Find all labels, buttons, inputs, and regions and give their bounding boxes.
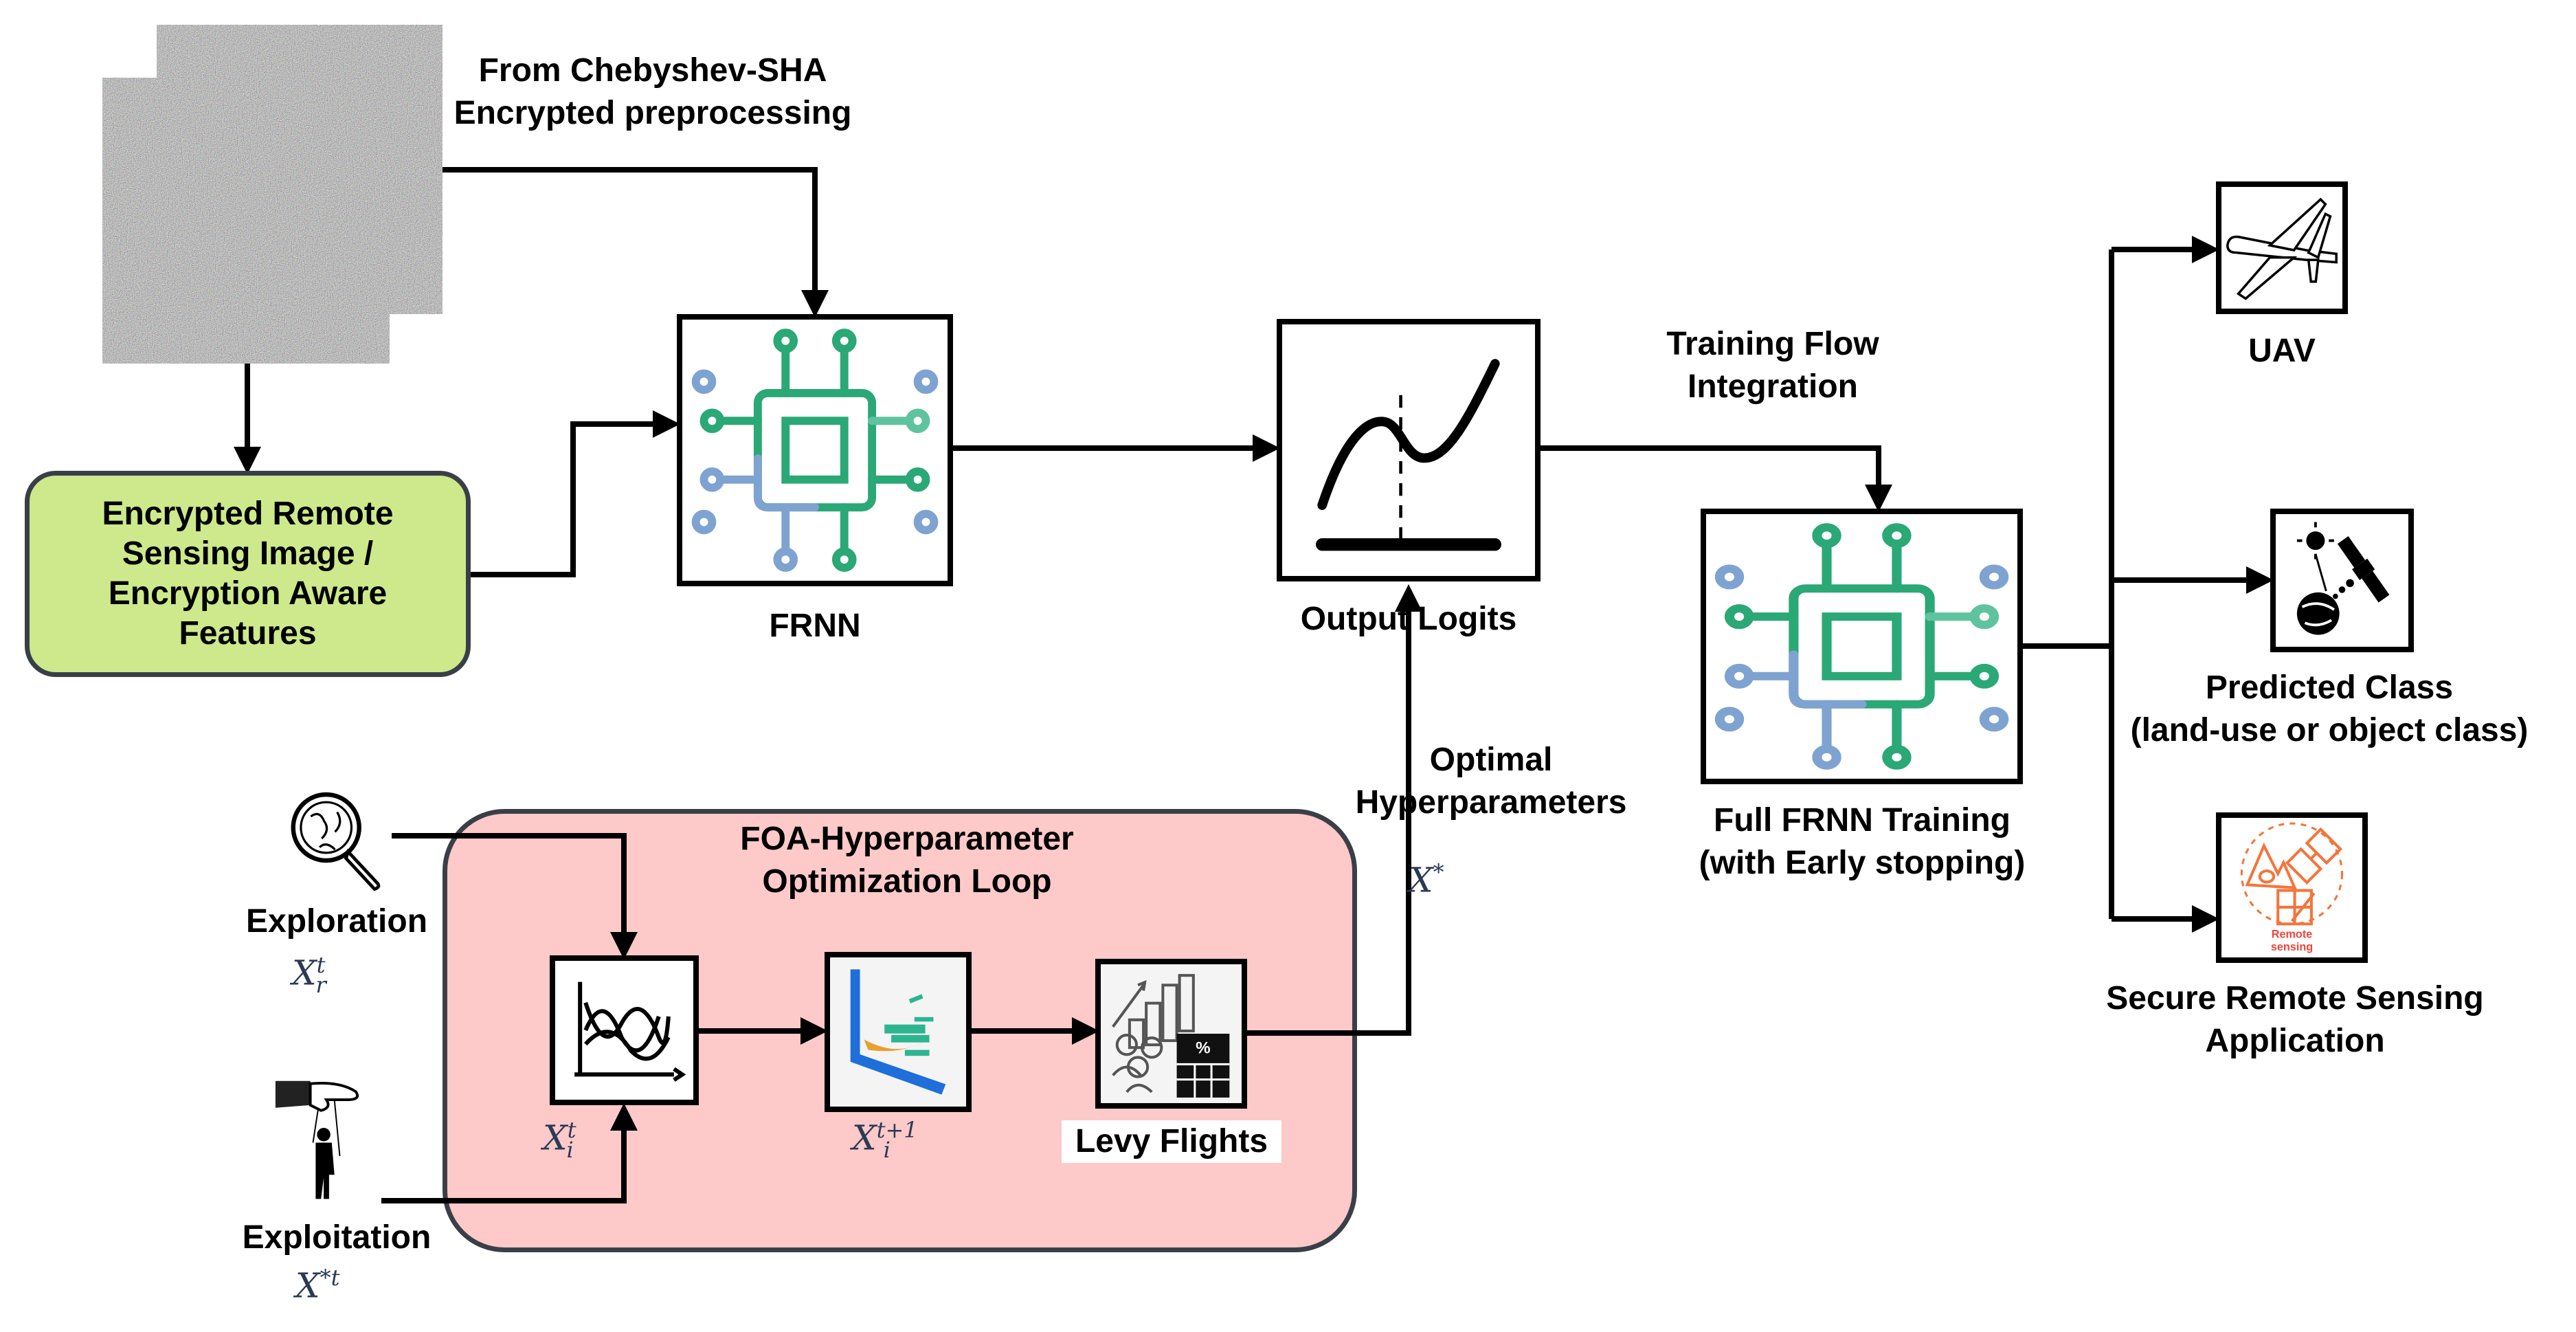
population-box[interactable] xyxy=(550,955,699,1105)
training-flow-label: Training Flow Integration xyxy=(1666,326,1879,405)
magnifier-globe-icon xyxy=(291,792,381,891)
satellite-earth-icon xyxy=(2296,522,2390,635)
edge-input-frnn xyxy=(471,421,660,577)
optimal-hyperparameters-label: Optimal Hyperparameters xyxy=(1355,742,1627,821)
levy-flights-label: Levy Flights xyxy=(1062,1120,1281,1163)
edge-noise-frnn xyxy=(443,167,818,297)
exploitation-label: Exploitation xyxy=(242,1219,432,1256)
uav-label: UAV xyxy=(2248,333,2316,369)
secure-app-label: Secure Remote Sensing Application xyxy=(2106,980,2484,1059)
encrypted-image-front xyxy=(102,78,390,364)
arrowhead xyxy=(801,290,829,318)
3d-surface-plot-icon xyxy=(830,957,966,1107)
arrowhead xyxy=(1865,485,1892,512)
x-i-t1-symbol: Xt+1i xyxy=(852,1117,918,1163)
levy-flights-box[interactable]: % xyxy=(1095,959,1247,1109)
exploitation-icon-frame xyxy=(271,1076,381,1210)
arrowhead xyxy=(234,447,261,474)
output-logits-box[interactable] xyxy=(1277,319,1541,581)
secure-app-box[interactable]: Remote sensing xyxy=(2216,812,2368,963)
svg-text:%: % xyxy=(1196,1039,1211,1057)
frnn-label: FRNN xyxy=(769,608,861,644)
x-i-t-symbol: Xti xyxy=(543,1117,576,1163)
frnn-box[interactable] xyxy=(677,314,953,586)
foa-title: FOA-Hyperparameter Optimization Loop xyxy=(740,821,1074,900)
arrowhead xyxy=(653,410,680,438)
input-features-box[interactable]: Encrypted Remote Sensing Image / Encrypt… xyxy=(25,471,471,677)
drone-icon xyxy=(2226,197,2338,300)
predicted-class-box[interactable] xyxy=(2270,509,2414,652)
wave-chart-icon xyxy=(574,981,686,1082)
updated-population-box[interactable] xyxy=(825,952,972,1112)
exploration-icon-frame xyxy=(278,784,392,893)
x-r-t-symbol: Xtr xyxy=(292,952,326,998)
x-star-symbol: X* xyxy=(1409,859,1444,900)
arrowhead xyxy=(2192,905,2219,933)
full-frnn-training-box[interactable] xyxy=(1701,509,2023,784)
x-star-t-symbol: X*t xyxy=(295,1265,340,1306)
arrowhead xyxy=(2246,566,2274,594)
arrowhead xyxy=(1395,584,1422,612)
arrowhead xyxy=(1253,434,1280,462)
statistics-people-icon: % xyxy=(1101,964,1242,1103)
remote-sensing-text: sensing xyxy=(2271,941,2313,953)
predicted-class-label: Predicted Class (land-use or object clas… xyxy=(2130,669,2529,748)
remote-sensing-icon: Remote sensing xyxy=(2240,822,2344,953)
output-logits-label: Output Logits xyxy=(1300,601,1517,637)
chip-icon xyxy=(1714,523,2009,770)
edge-logits-full xyxy=(1541,445,1881,491)
chip-icon xyxy=(691,329,939,572)
puppet-hand-icon xyxy=(275,1080,359,1199)
full-training-label: Full FRNN Training (with Early stopping) xyxy=(1699,802,2026,881)
logits-curve-icon xyxy=(1316,359,1501,551)
exploration-label: Exploration xyxy=(245,903,428,940)
uav-box[interactable] xyxy=(2216,181,2348,314)
source-label: From Chebyshev-SHA Encrypted preprocessi… xyxy=(453,52,852,131)
arrowhead xyxy=(2192,236,2219,263)
remote-sensing-text: Remote xyxy=(2272,929,2313,941)
